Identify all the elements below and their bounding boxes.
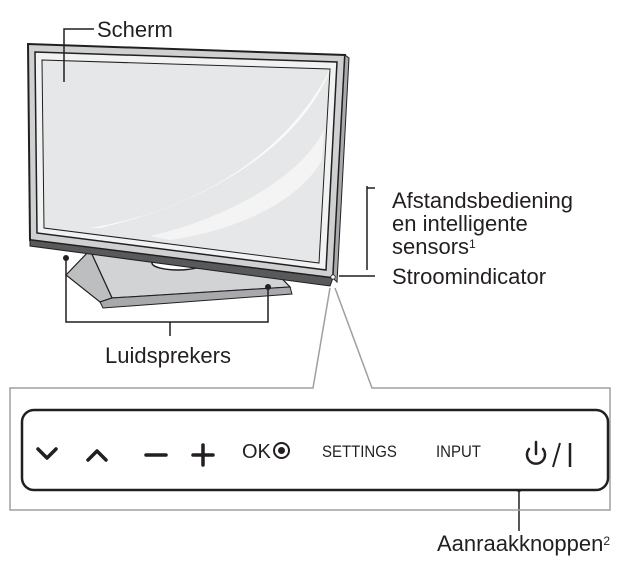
footnote-2: 2 [603, 534, 611, 548]
settings-button[interactable]: SETTINGS [322, 442, 397, 461]
label-speakers: Luidsprekers [105, 343, 231, 368]
label-remote-text: sensors [392, 234, 470, 259]
tv-body [26, 42, 350, 287]
label-screen: Scherm [97, 17, 173, 42]
footnote-1: 1 [469, 237, 476, 251]
chevron-up-icon[interactable] [86, 449, 108, 462]
screen-callout [63, 28, 94, 82]
label-remote-line1: Afstandsbediening [392, 188, 574, 213]
ok-circle-icon [272, 442, 290, 459]
speaker-callout [65, 258, 269, 323]
callout-lines [63, 28, 520, 531]
magnify-lines [9, 287, 611, 511]
power-icon[interactable] [525, 440, 572, 468]
input-button[interactable]: INPUT [436, 442, 481, 461]
ok-label: OK [242, 441, 271, 463]
control-panel [20, 408, 610, 492]
label-power-indicator: Stroomindicator [392, 264, 547, 289]
label-remote-line2: en intelligente [392, 211, 528, 236]
label-touch-text: Aanraakknoppen [437, 531, 604, 556]
plus-icon[interactable] [191, 443, 215, 467]
chevron-down-icon[interactable] [36, 447, 58, 460]
label-remote-line3: sensors1 [392, 234, 476, 259]
ok-button[interactable]: OK [242, 437, 290, 467]
label-touch-buttons: Aanraakknoppen2 [437, 531, 610, 556]
